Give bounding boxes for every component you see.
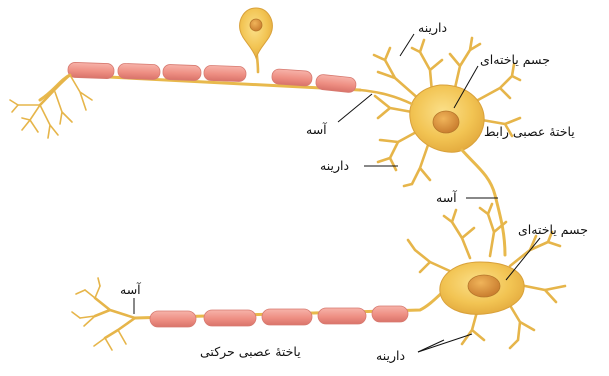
label-axon-upper-left: آسه xyxy=(306,122,327,137)
label-cell-body-bottom: جسم یاخته‌ای xyxy=(518,222,588,238)
sensory-cell-body xyxy=(240,8,273,58)
label-interneuron: یاختهٔ عصبی رابط xyxy=(484,124,575,140)
sensory-neuron xyxy=(10,8,360,138)
label-cell-body-top: جسم یاخته‌ای xyxy=(480,52,550,68)
sensory-nucleus xyxy=(250,19,262,31)
motor-nucleus xyxy=(468,275,500,297)
motor-neuron xyxy=(72,204,565,350)
label-dendrite-top: دارینه xyxy=(418,20,447,36)
label-axon-middle: آسه xyxy=(436,190,457,205)
label-axon-lower-left: آسه xyxy=(120,282,141,297)
motor-myelin-sheath xyxy=(150,306,408,327)
label-dendrite-middle: دارینه xyxy=(320,158,349,174)
interneuron xyxy=(360,38,520,255)
interneuron-axon xyxy=(462,150,505,255)
interneuron-nucleus xyxy=(433,111,459,133)
label-dendrite-bottom: دارینه xyxy=(376,348,405,364)
label-motor-neuron: یاختهٔ عصبی حرکتی xyxy=(200,344,301,360)
sensory-left-terminal xyxy=(10,75,92,138)
